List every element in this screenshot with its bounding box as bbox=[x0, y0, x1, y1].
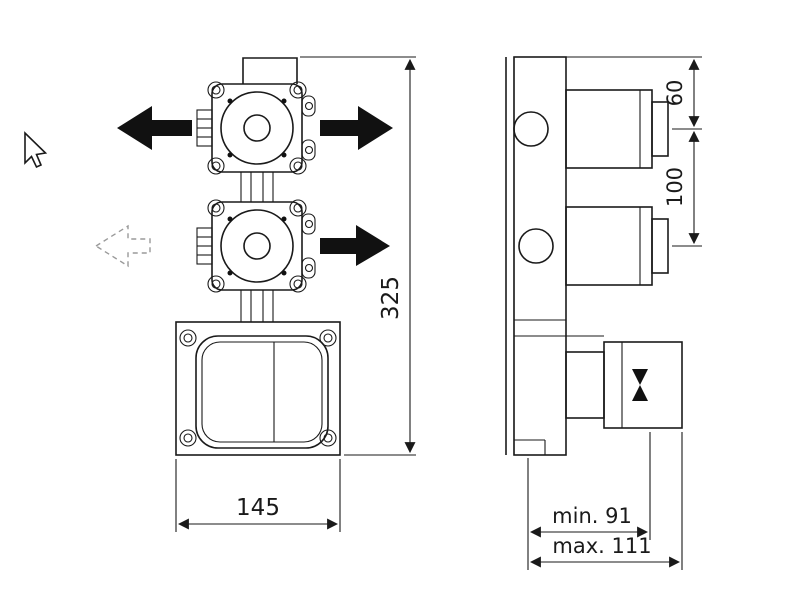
screw-hole bbox=[293, 279, 303, 289]
corner-lug bbox=[289, 275, 307, 293]
valve-symbol-triangle bbox=[632, 369, 648, 385]
screw-dot bbox=[227, 270, 233, 276]
width-dimension-label: 145 bbox=[236, 495, 280, 521]
plate-body bbox=[211, 83, 303, 173]
plate-body bbox=[211, 201, 303, 291]
screw-hole bbox=[183, 333, 193, 343]
cartridge-body bbox=[565, 206, 653, 286]
side-tabs bbox=[301, 95, 316, 161]
top-offset-dimension-label: 60 bbox=[663, 80, 687, 107]
screw-hole bbox=[293, 85, 303, 95]
corner-lug bbox=[319, 429, 337, 447]
side-body bbox=[505, 56, 604, 456]
block-inner-cover bbox=[195, 335, 329, 449]
corner-lug bbox=[289, 157, 307, 175]
screw-hole bbox=[211, 161, 221, 171]
front-top-stub bbox=[242, 57, 298, 84]
dimension-height: 325 bbox=[300, 56, 416, 456]
valve-spindle-circle bbox=[243, 114, 271, 142]
dimension-depth-min: min. 91 bbox=[527, 432, 651, 570]
body-connector-2 bbox=[240, 290, 274, 322]
screw-dot bbox=[281, 98, 287, 104]
screw-dot bbox=[227, 98, 233, 104]
corner-lug bbox=[289, 199, 307, 217]
corner-lug bbox=[207, 199, 225, 217]
corner-lug bbox=[207, 275, 225, 293]
side-tabs bbox=[301, 213, 316, 279]
cartridge-cap bbox=[651, 218, 669, 274]
side-view: 60 100 min. 91 max. 111 bbox=[505, 56, 702, 570]
block-body bbox=[175, 321, 341, 456]
mouse-cursor-icon bbox=[24, 131, 48, 169]
dimension-valve-spacing: 100 bbox=[663, 130, 702, 247]
outlet-connector bbox=[565, 351, 605, 419]
side-cartridge-1 bbox=[565, 89, 669, 169]
dimension-width: 145 bbox=[175, 459, 341, 532]
screw-dot bbox=[281, 152, 287, 158]
valve-cartridge-circle bbox=[220, 91, 294, 165]
corner-lug bbox=[207, 81, 225, 99]
flow-arrows bbox=[94, 106, 393, 268]
function-block bbox=[175, 321, 341, 456]
corner-lug bbox=[179, 329, 197, 347]
arrow-right-solid-icon bbox=[320, 106, 393, 150]
corner-lug bbox=[207, 157, 225, 175]
cartridge-cap bbox=[651, 101, 669, 157]
arrow-right-solid-icon bbox=[320, 225, 390, 266]
dimension-depth-max: max. 111 bbox=[529, 432, 683, 570]
valve-spacing-dimension-label: 100 bbox=[663, 167, 687, 207]
screw-hole bbox=[211, 85, 221, 95]
dimension-top-offset: 60 bbox=[566, 56, 702, 130]
valve-symbol-triangle bbox=[632, 385, 648, 401]
screw-dot bbox=[227, 216, 233, 222]
front-view: 325 145 bbox=[94, 56, 416, 532]
screw-hole bbox=[211, 203, 221, 213]
height-dimension-label: 325 bbox=[378, 276, 404, 320]
inlet-port-circle bbox=[518, 228, 554, 264]
valve-cartridge-circle bbox=[220, 209, 294, 283]
inlet-ribs bbox=[196, 109, 213, 147]
corner-lug bbox=[179, 429, 197, 447]
corner-lug bbox=[289, 81, 307, 99]
screw-hole bbox=[183, 433, 193, 443]
depth-min-dimension-label: min. 91 bbox=[552, 504, 632, 528]
arrow-left-solid-icon bbox=[117, 106, 192, 150]
outlet-body bbox=[603, 341, 683, 429]
arrow-left-dashed-icon bbox=[94, 224, 151, 268]
screw-hole bbox=[211, 279, 221, 289]
screw-hole bbox=[293, 203, 303, 213]
side-cartridge-2 bbox=[565, 206, 669, 286]
screw-hole bbox=[293, 161, 303, 171]
inlet-port-circle bbox=[513, 111, 549, 147]
valve-plate-1 bbox=[196, 81, 316, 175]
block-inner-line bbox=[201, 341, 323, 443]
valve-spindle-circle bbox=[243, 232, 271, 260]
corner-lug bbox=[319, 329, 337, 347]
side-outlet-assembly bbox=[565, 341, 683, 429]
screw-hole bbox=[323, 333, 333, 343]
valve-plate-2 bbox=[196, 199, 316, 293]
screw-dot bbox=[281, 216, 287, 222]
inlet-ribs bbox=[196, 227, 213, 265]
depth-max-dimension-label: max. 111 bbox=[552, 534, 651, 558]
cartridge-body bbox=[565, 89, 653, 169]
screw-dot bbox=[281, 270, 287, 276]
body-connector-1 bbox=[240, 172, 274, 202]
screw-dot bbox=[227, 152, 233, 158]
